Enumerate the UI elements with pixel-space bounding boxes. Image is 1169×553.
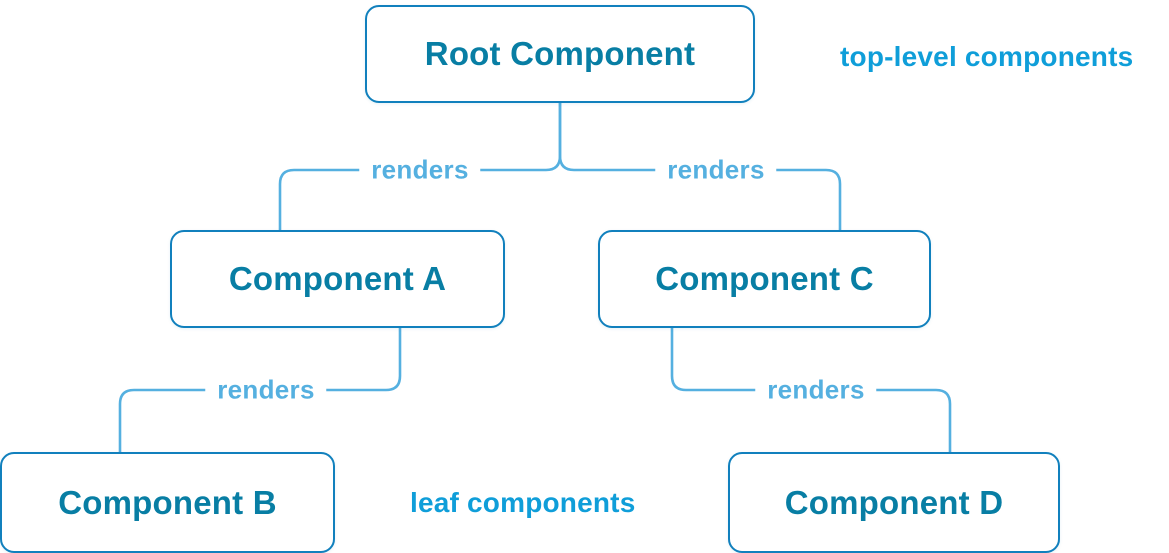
node-root-component-label: Root Component: [424, 35, 696, 72]
edge-label-a-renders-b: renders: [205, 372, 327, 408]
node-root-component: Root Component: [365, 5, 755, 103]
annotation-top-level-components: top-level components: [840, 41, 1134, 72]
node-component-b: Component B: [0, 452, 335, 553]
node-component-b-label: Component B: [58, 483, 277, 521]
node-component-c-label: Component C: [655, 260, 874, 297]
node-component-a: Component A: [170, 230, 505, 328]
node-component-d: Component D: [728, 452, 1060, 553]
edge-label-c-renders-d: renders: [755, 372, 877, 408]
edge-label-root-renders-a: renders: [359, 152, 481, 188]
node-component-c: Component C: [598, 230, 931, 328]
node-component-a-label: Component A: [228, 260, 447, 297]
edge-label-root-renders-c: renders: [655, 152, 777, 188]
node-component-d-label: Component D: [784, 483, 1004, 521]
annotation-leaf-components: leaf components: [410, 487, 636, 518]
